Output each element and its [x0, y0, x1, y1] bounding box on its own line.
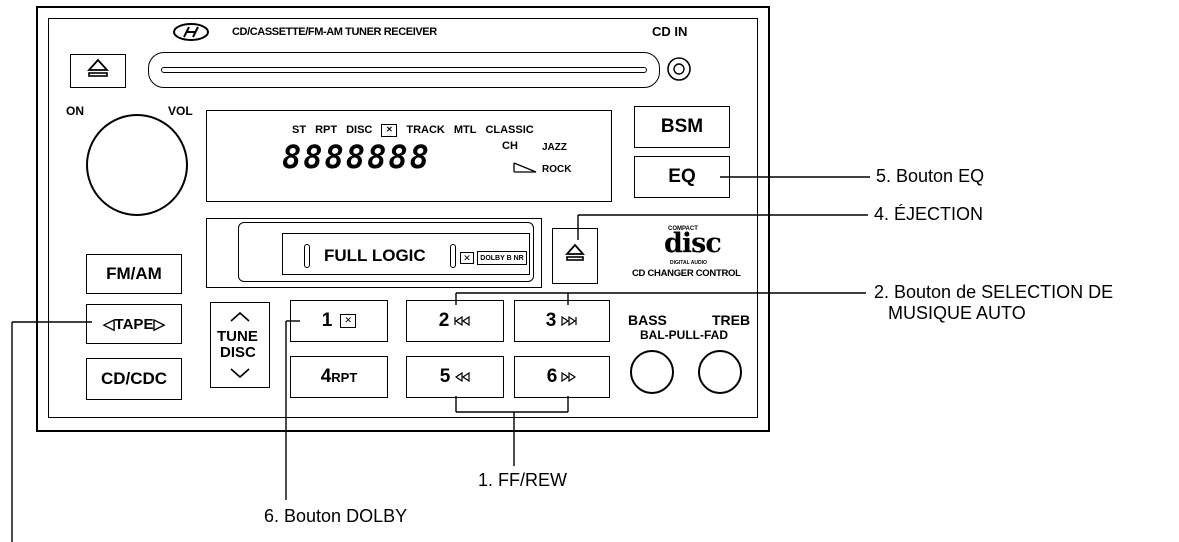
fm-am-button[interactable]: FM/AM: [86, 254, 182, 294]
tape-eject-button[interactable]: [552, 228, 598, 284]
header-title: CD/CASSETTE/FM-AM TUNER RECEIVER: [232, 26, 437, 38]
rpt-label: RPT: [331, 369, 358, 385]
dolby-symbol-icon: ✕: [340, 314, 357, 328]
ch-label: CH: [502, 140, 518, 152]
eject-icon: [564, 243, 586, 269]
chevron-down-icon: [229, 366, 251, 379]
full-logic-label: FULL LOGIC: [324, 246, 426, 265]
digital-audio-label: DIGITAL AUDIO: [670, 260, 707, 266]
eject-icon: [86, 58, 110, 84]
tape-reel-right: [450, 244, 456, 268]
st-indicator: ST: [292, 124, 307, 136]
dolby-nr-badge: DOLBY B NR: [477, 251, 527, 265]
eq-button[interactable]: EQ: [634, 156, 730, 198]
disc-label: DISC: [220, 344, 256, 361]
tape-reel-left: [304, 244, 310, 268]
vol-label: VOL: [168, 104, 193, 118]
bass-bal-knob[interactable]: [630, 350, 674, 394]
preset-6-ff-button[interactable]: 6: [514, 356, 610, 398]
skip-back-icon: [453, 310, 471, 332]
preset-2-button[interactable]: 2: [406, 300, 504, 342]
cd-in-label: CD IN: [652, 24, 688, 39]
preset-5-rew-button[interactable]: 5: [406, 356, 504, 398]
tape-button[interactable]: ◁TAPE▷: [86, 304, 182, 344]
callout-eq: 5. Bouton EQ: [876, 166, 985, 186]
display-indicator-row: ST RPT DISC ✕ TRACK MTL CLASSIC: [292, 122, 534, 138]
preset-3-label: 3: [545, 310, 557, 331]
mtl-indicator: MTL: [453, 124, 477, 136]
cassette-window: [282, 233, 530, 275]
treb-fad-knob[interactable]: [698, 350, 742, 394]
callout-eject: 4. ÉJECTION: [874, 204, 984, 224]
on-label: ON: [66, 104, 84, 118]
preset-4-label: 4: [320, 366, 332, 387]
callout-ff-rew: 1. FF/REW: [478, 470, 567, 490]
disc-indicator: DISC: [346, 124, 373, 136]
callout-music-select-line1: 2. Bouton de SELECTION DE: [874, 282, 1114, 302]
skip-forward-icon: [560, 310, 578, 332]
chevron-up-icon: [229, 310, 251, 322]
preset-2-label: 2: [438, 310, 450, 331]
dolby-symbol-icon: ✕: [460, 252, 474, 264]
cd-slot: [148, 52, 660, 88]
eq-curve-icon: [512, 160, 538, 174]
segment-readout: 8888888: [282, 138, 431, 176]
dolby-indicator-icon: ✕: [381, 123, 398, 137]
bsm-button[interactable]: BSM: [634, 106, 730, 148]
volume-knob[interactable]: [86, 114, 188, 216]
lcd-display: [206, 110, 612, 202]
bass-label: BASS: [628, 312, 667, 328]
preset-3-button[interactable]: 3: [514, 300, 610, 342]
cd-changer-control-label: CD CHANGER CONTROL: [632, 268, 741, 279]
compact-disc-small-label: COMPACT: [668, 226, 698, 232]
track-indicator: TRACK: [406, 124, 445, 136]
rock-label: ROCK: [542, 164, 572, 175]
rpt-indicator: RPT: [315, 124, 338, 136]
bal-fad-label: BAL-PULL-FAD: [640, 328, 728, 342]
cd-in-indicator-icon: [666, 56, 692, 82]
treb-label: TREB: [712, 312, 751, 328]
cd-eject-button[interactable]: [70, 54, 126, 88]
brand-logo: [172, 22, 210, 42]
tune-disc-rocker[interactable]: [210, 302, 270, 388]
cd-cdc-button[interactable]: CD/CDC: [86, 358, 182, 400]
callout-dolby: 6. Bouton DOLBY: [264, 506, 408, 526]
dolby-nr-label: DOLBY B NR: [480, 255, 524, 262]
jazz-label: JAZZ: [542, 142, 567, 153]
callout-music-select-line2: MUSIQUE AUTO: [888, 303, 1026, 323]
preset-6-label: 6: [546, 366, 558, 387]
disc-logo-label: disc: [664, 228, 722, 259]
cassette-door: [238, 222, 534, 282]
preset-4-rpt-button[interactable]: 4 RPT: [290, 356, 388, 398]
fast-forward-icon: [561, 366, 577, 388]
rewind-icon: [454, 366, 470, 388]
tune-label: TUNE: [217, 328, 258, 345]
preset-1-label: 1: [321, 310, 333, 331]
preset-5-label: 5: [439, 366, 451, 387]
classic-indicator: CLASSIC: [485, 124, 534, 136]
